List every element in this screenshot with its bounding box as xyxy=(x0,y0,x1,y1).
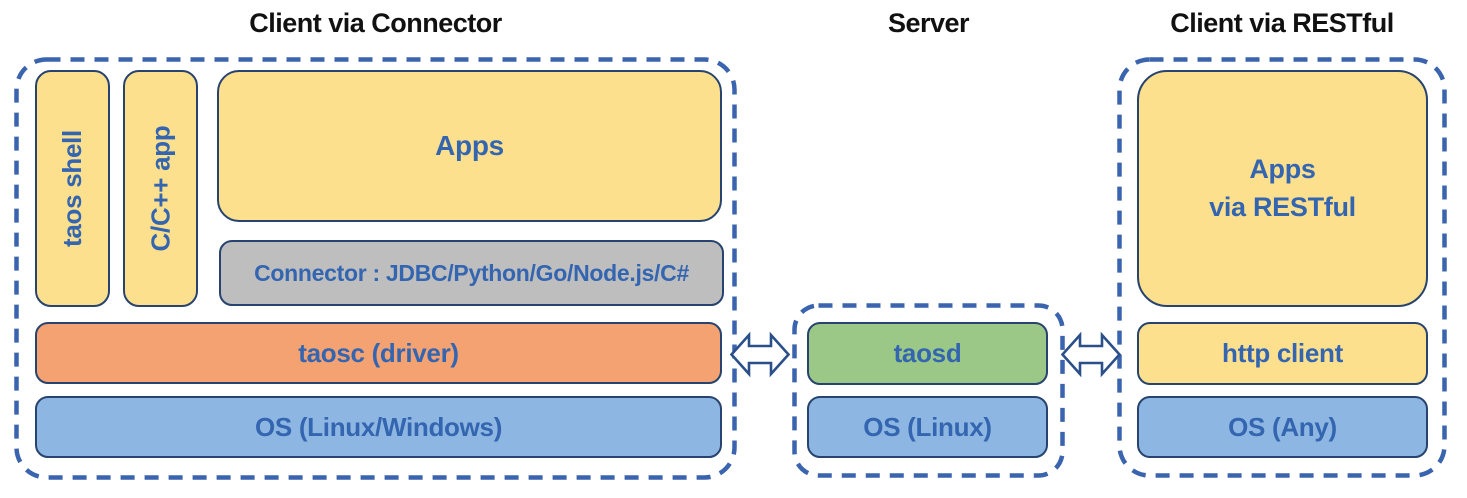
apps-box: Apps xyxy=(217,70,722,222)
connector-label: Connector : JDBC/Python/Go/Node.js/C# xyxy=(254,259,689,286)
connector-box: Connector : JDBC/Python/Go/Node.js/C# xyxy=(219,240,724,306)
cpp-app-box: C/C++ app xyxy=(123,70,198,307)
taosc-driver-box: taosc (driver) xyxy=(35,322,722,384)
restful-client-dashed-border xyxy=(1117,57,1447,478)
server-restful-arrow-icon xyxy=(1060,331,1122,378)
os-any-label: OS (Any) xyxy=(1228,411,1337,442)
os-linux-windows-box: OS (Linux/Windows) xyxy=(35,396,722,458)
connector-client-dashed-border xyxy=(14,57,737,480)
server-dashed-border xyxy=(792,303,1065,478)
apps-label: Apps xyxy=(435,130,504,161)
taosc-driver-label: taosc (driver) xyxy=(298,337,459,368)
taosd-label: taosd xyxy=(893,338,962,368)
apps-via-restful-line1: Apps xyxy=(1249,153,1316,184)
server-title: Server xyxy=(887,8,970,38)
apps-via-restful-line2: via RESTful xyxy=(1209,191,1356,222)
http-client-label: http client xyxy=(1222,338,1343,368)
apps-via-restful-box: Apps via RESTful xyxy=(1137,70,1428,307)
taosd-box: taosd xyxy=(807,322,1048,385)
os-any-box: OS (Any) xyxy=(1137,396,1428,458)
apps-via-restful-label: Apps via RESTful xyxy=(1209,151,1356,227)
restful-client-title: Client via RESTful xyxy=(1170,8,1394,38)
connector-client-title: Client via Connector xyxy=(249,8,502,38)
http-client-box: http client xyxy=(1137,322,1428,385)
os-linux-windows-label: OS (Linux/Windows) xyxy=(254,411,503,442)
server-os-linux-box: OS (Linux) xyxy=(807,396,1048,458)
server-os-linux-label: OS (Linux) xyxy=(863,411,992,442)
taos-shell-label: taos shell xyxy=(57,130,87,247)
client-server-arrow-icon xyxy=(729,331,791,378)
taos-shell-box: taos shell xyxy=(35,70,110,307)
cpp-app-label: C/C++ app xyxy=(145,125,175,252)
